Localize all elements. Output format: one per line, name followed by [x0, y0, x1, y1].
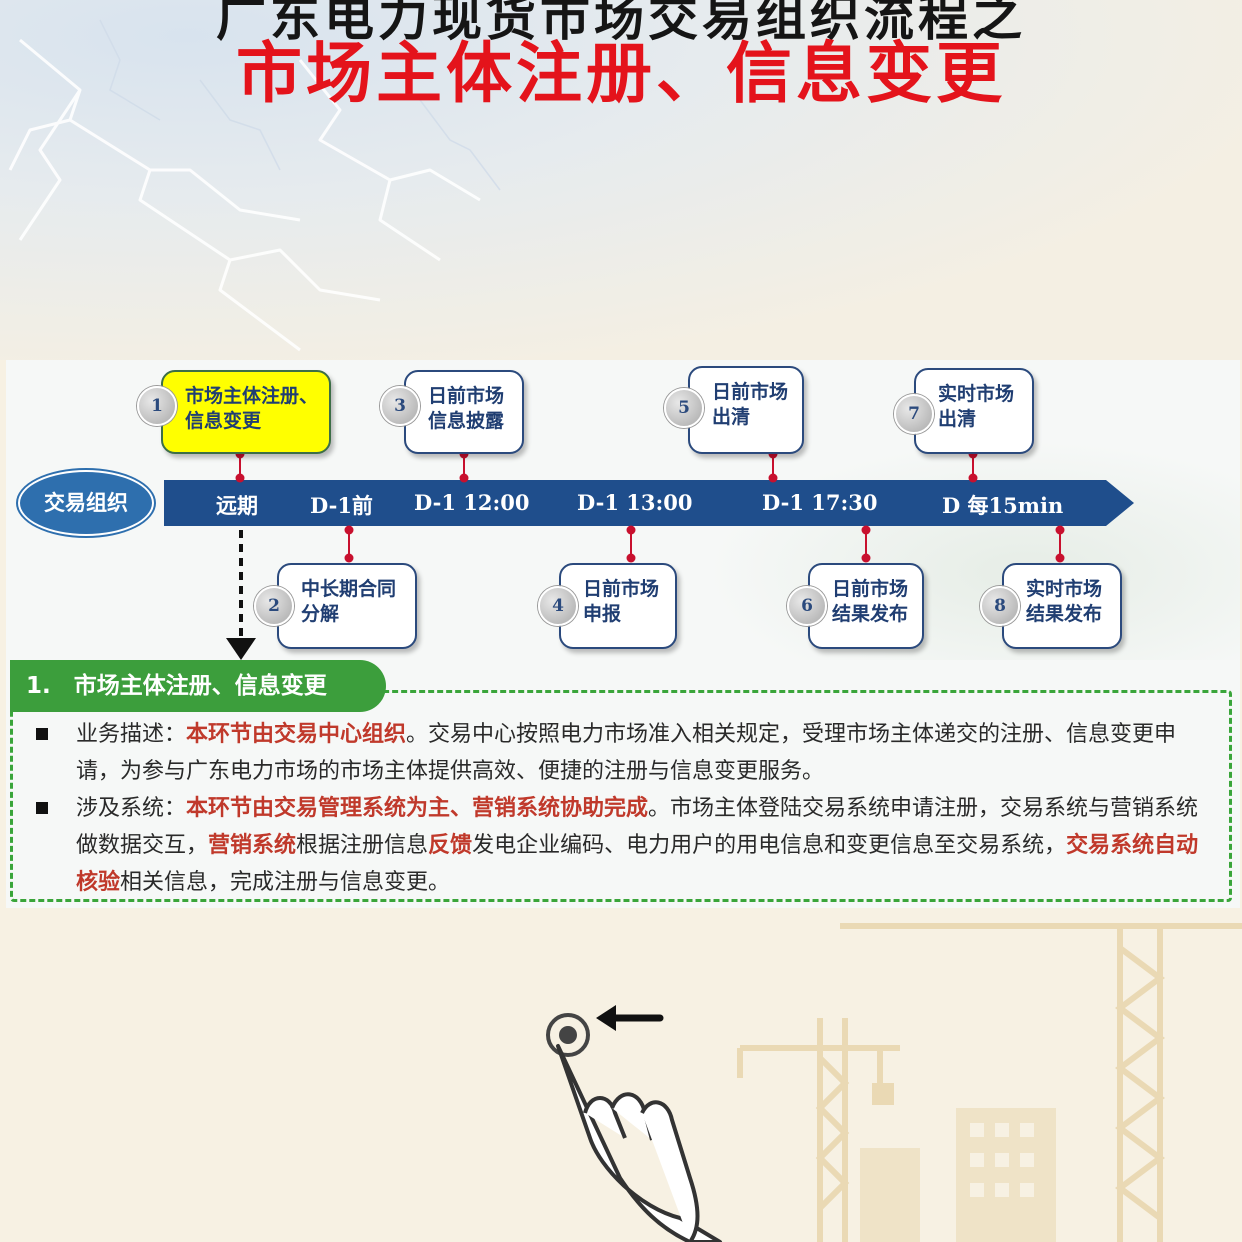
step-badge-6: 6	[787, 586, 827, 626]
step-badge-4: 4	[538, 586, 578, 626]
step-node-2: 中长期合同 分解	[277, 563, 417, 649]
lightning-background	[0, 0, 1242, 360]
step-badge-5: 5	[664, 388, 704, 428]
tick-d-1-1300: D-1 13:00	[577, 490, 693, 515]
step-node-8: 实时市场 结果发布	[1002, 563, 1122, 649]
page-title: 市场主体注册、信息变更	[236, 35, 1006, 112]
step-badge-2: 2	[254, 586, 294, 626]
bullet-business-description: 业务描述：本环节由交易中心组织。交易中心按照电力市场准入相关规定，受理市场主体递…	[36, 716, 1206, 790]
bottom-illustration	[546, 923, 1242, 1242]
step-badge-3: 3	[380, 386, 420, 426]
section-tag: 1. 市场主体注册、信息变更	[10, 660, 386, 712]
step-node-4: 日前市场 申报	[559, 563, 677, 649]
building-shape	[860, 1148, 920, 1242]
tick-d-1-before: D-1前	[310, 493, 373, 518]
trading-organization-label: 交易组织	[18, 470, 154, 536]
step-badge-8: 8	[980, 586, 1020, 626]
tick-d-1-1730: D-1 17:30	[762, 490, 878, 515]
step-node-7: 实时市场 出清	[914, 368, 1034, 454]
step-node-6: 日前市场 结果发布	[808, 563, 924, 649]
construction-crane-icon	[737, 923, 1242, 1242]
description-box	[10, 690, 1232, 902]
step-badge-7: 7	[894, 394, 934, 434]
step-node-5: 日前市场 出清	[688, 366, 804, 454]
tick-d-every-15min: D 每15min	[942, 493, 1064, 518]
tick-d-1-1200: D-1 12:00	[414, 490, 530, 515]
step-node-3: 日前市场 信息披露	[404, 370, 524, 454]
tick-long-term: 远期	[216, 494, 258, 518]
timeline-arrow	[164, 480, 1134, 526]
process-panel: 交易组织 远期 D-1前 D-1 12:00 D-1 13:00 D-1 17:…	[6, 360, 1240, 908]
bullet-square-icon	[36, 802, 48, 814]
step-badge-1: 1	[137, 386, 177, 426]
cut-off-heading: 广东电力现货市场交易组织流程之	[216, 0, 1026, 47]
timeline-diagram	[164, 449, 1134, 660]
step-node-1: 市场主体注册、 信息变更	[161, 370, 331, 454]
bullet-square-icon	[36, 728, 48, 740]
swipe-left-hand-icon	[546, 1005, 722, 1242]
bullet-systems-involved: 涉及系统：本环节由交易管理系统为主、营销系统协助完成。市场主体登陆交易系统申请注…	[36, 790, 1206, 901]
lightning-bolt-icon	[8, 19, 501, 352]
